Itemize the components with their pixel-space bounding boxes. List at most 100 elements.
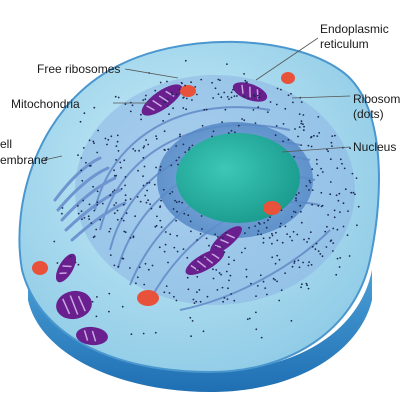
free-ribosome-dot	[69, 255, 72, 258]
ribosome-dot	[182, 107, 185, 109]
ribosome-dot	[250, 282, 252, 285]
ribosome-dot	[347, 210, 349, 213]
ribosome-dot	[228, 279, 230, 282]
ribosome-dot	[316, 163, 318, 165]
free-ribosome-dot	[82, 147, 85, 149]
ribosome-dot	[337, 199, 340, 202]
ribosome-dot	[329, 193, 332, 196]
ribosome-dot	[163, 250, 166, 253]
ribosome-dot	[162, 120, 165, 122]
ribosome-dot	[274, 262, 277, 265]
ribosome-dot	[300, 221, 303, 224]
ribosome-dot	[254, 122, 257, 124]
ribosome-dot	[263, 222, 266, 224]
ribosome-dot	[244, 232, 246, 235]
ribosome-dot	[145, 94, 147, 97]
free-ribosome-dot	[79, 120, 82, 123]
ribosome-dot	[179, 135, 181, 138]
ribosome-dot	[184, 84, 187, 87]
ribosome-dot	[302, 129, 305, 132]
ribosome-dot	[138, 149, 141, 152]
ribosome-dot	[305, 185, 308, 187]
ribosome-dot	[221, 236, 224, 239]
ribosome-dot	[190, 81, 193, 84]
leader-ribosomes	[291, 95, 351, 99]
label-ribosomes-2: (dots)	[353, 107, 384, 121]
ribosome-dot	[266, 111, 269, 113]
ribosome-dot	[302, 261, 304, 264]
ribosome-dot	[201, 228, 203, 230]
ribosome-dot	[87, 215, 90, 218]
ribosome-dot	[184, 151, 187, 154]
ribosome-dot	[200, 256, 203, 259]
ribosome-dot	[220, 245, 223, 248]
nucleus	[176, 133, 300, 223]
label-cell-membrane-2: embrane	[0, 153, 48, 167]
ribosome-dot	[351, 172, 354, 175]
ribosome-dot	[139, 200, 142, 203]
ribosome-dot	[132, 235, 135, 238]
ribosome-dot	[77, 212, 80, 215]
ribosome-dot	[275, 231, 277, 234]
ribosome-dot	[159, 206, 161, 209]
free-ribosome-dot	[189, 316, 192, 319]
ribosome-dot	[192, 298, 195, 301]
free-ribosome-dot	[233, 95, 236, 97]
ribosome-dot	[295, 199, 297, 202]
free-ribosome-dot	[303, 125, 305, 128]
ribosome-dot	[320, 167, 322, 170]
ribosome-dot	[276, 280, 278, 283]
ribosome-dot	[275, 125, 278, 127]
ribosome-dot	[269, 101, 272, 103]
free-ribosome-dot	[336, 257, 339, 260]
ribosome-dot	[300, 122, 303, 125]
ribosome-dot	[113, 204, 116, 207]
ribosome-dot	[269, 216, 271, 219]
ribosome-dot	[321, 171, 324, 173]
free-ribosome-dot	[77, 154, 79, 157]
ribosome-dot	[310, 145, 313, 148]
ribosome-dot	[155, 135, 158, 138]
ribosome-dot	[326, 225, 328, 228]
ribosome-dot	[193, 302, 196, 304]
free-ribosome-dot	[342, 225, 345, 228]
ribosome-dot	[175, 299, 178, 302]
ribosome-dot	[302, 114, 305, 116]
ribosome-dot	[129, 267, 131, 269]
ribosome-dot	[282, 140, 284, 143]
ribosome-dot	[129, 110, 132, 113]
label-ribosomes-1: Ribosom	[353, 92, 400, 106]
ribosome-dot	[296, 233, 299, 236]
ribosome-dot	[112, 190, 114, 193]
ribosome-dot	[208, 244, 210, 247]
ribosome-dot	[147, 268, 150, 271]
ribosome-dot	[295, 197, 297, 200]
ribosome-dot	[279, 225, 281, 228]
ribosome-dot	[109, 254, 112, 256]
ribosome-dot	[168, 113, 170, 115]
ribosome-dot	[336, 228, 339, 231]
ribosome-dot	[245, 275, 248, 278]
ribosome-dot	[142, 156, 145, 159]
ribosome-dot	[167, 148, 170, 151]
ribosome-dot	[268, 236, 271, 239]
ribosome-dot	[314, 248, 317, 251]
ribosome-dot	[275, 103, 278, 106]
ribosome-dot	[308, 237, 310, 240]
ribosome-dot	[198, 268, 201, 271]
ribosome-dot	[222, 300, 225, 303]
ribosome-dot	[271, 232, 273, 235]
ribosome-dot	[228, 256, 230, 258]
ribosome-dot	[329, 158, 332, 161]
lysosome	[281, 72, 295, 84]
ribosome-dot	[217, 93, 220, 95]
free-ribosome-dot	[130, 333, 133, 336]
lysosome	[32, 261, 48, 275]
ribosome-dot	[185, 108, 188, 111]
ribosome-dot	[227, 263, 230, 266]
free-ribosome-dot	[253, 95, 256, 98]
free-ribosome-dot	[91, 300, 94, 303]
ribosome-dot	[237, 124, 240, 127]
ribosome-dot	[155, 166, 158, 169]
ribosome-dot	[183, 212, 186, 215]
